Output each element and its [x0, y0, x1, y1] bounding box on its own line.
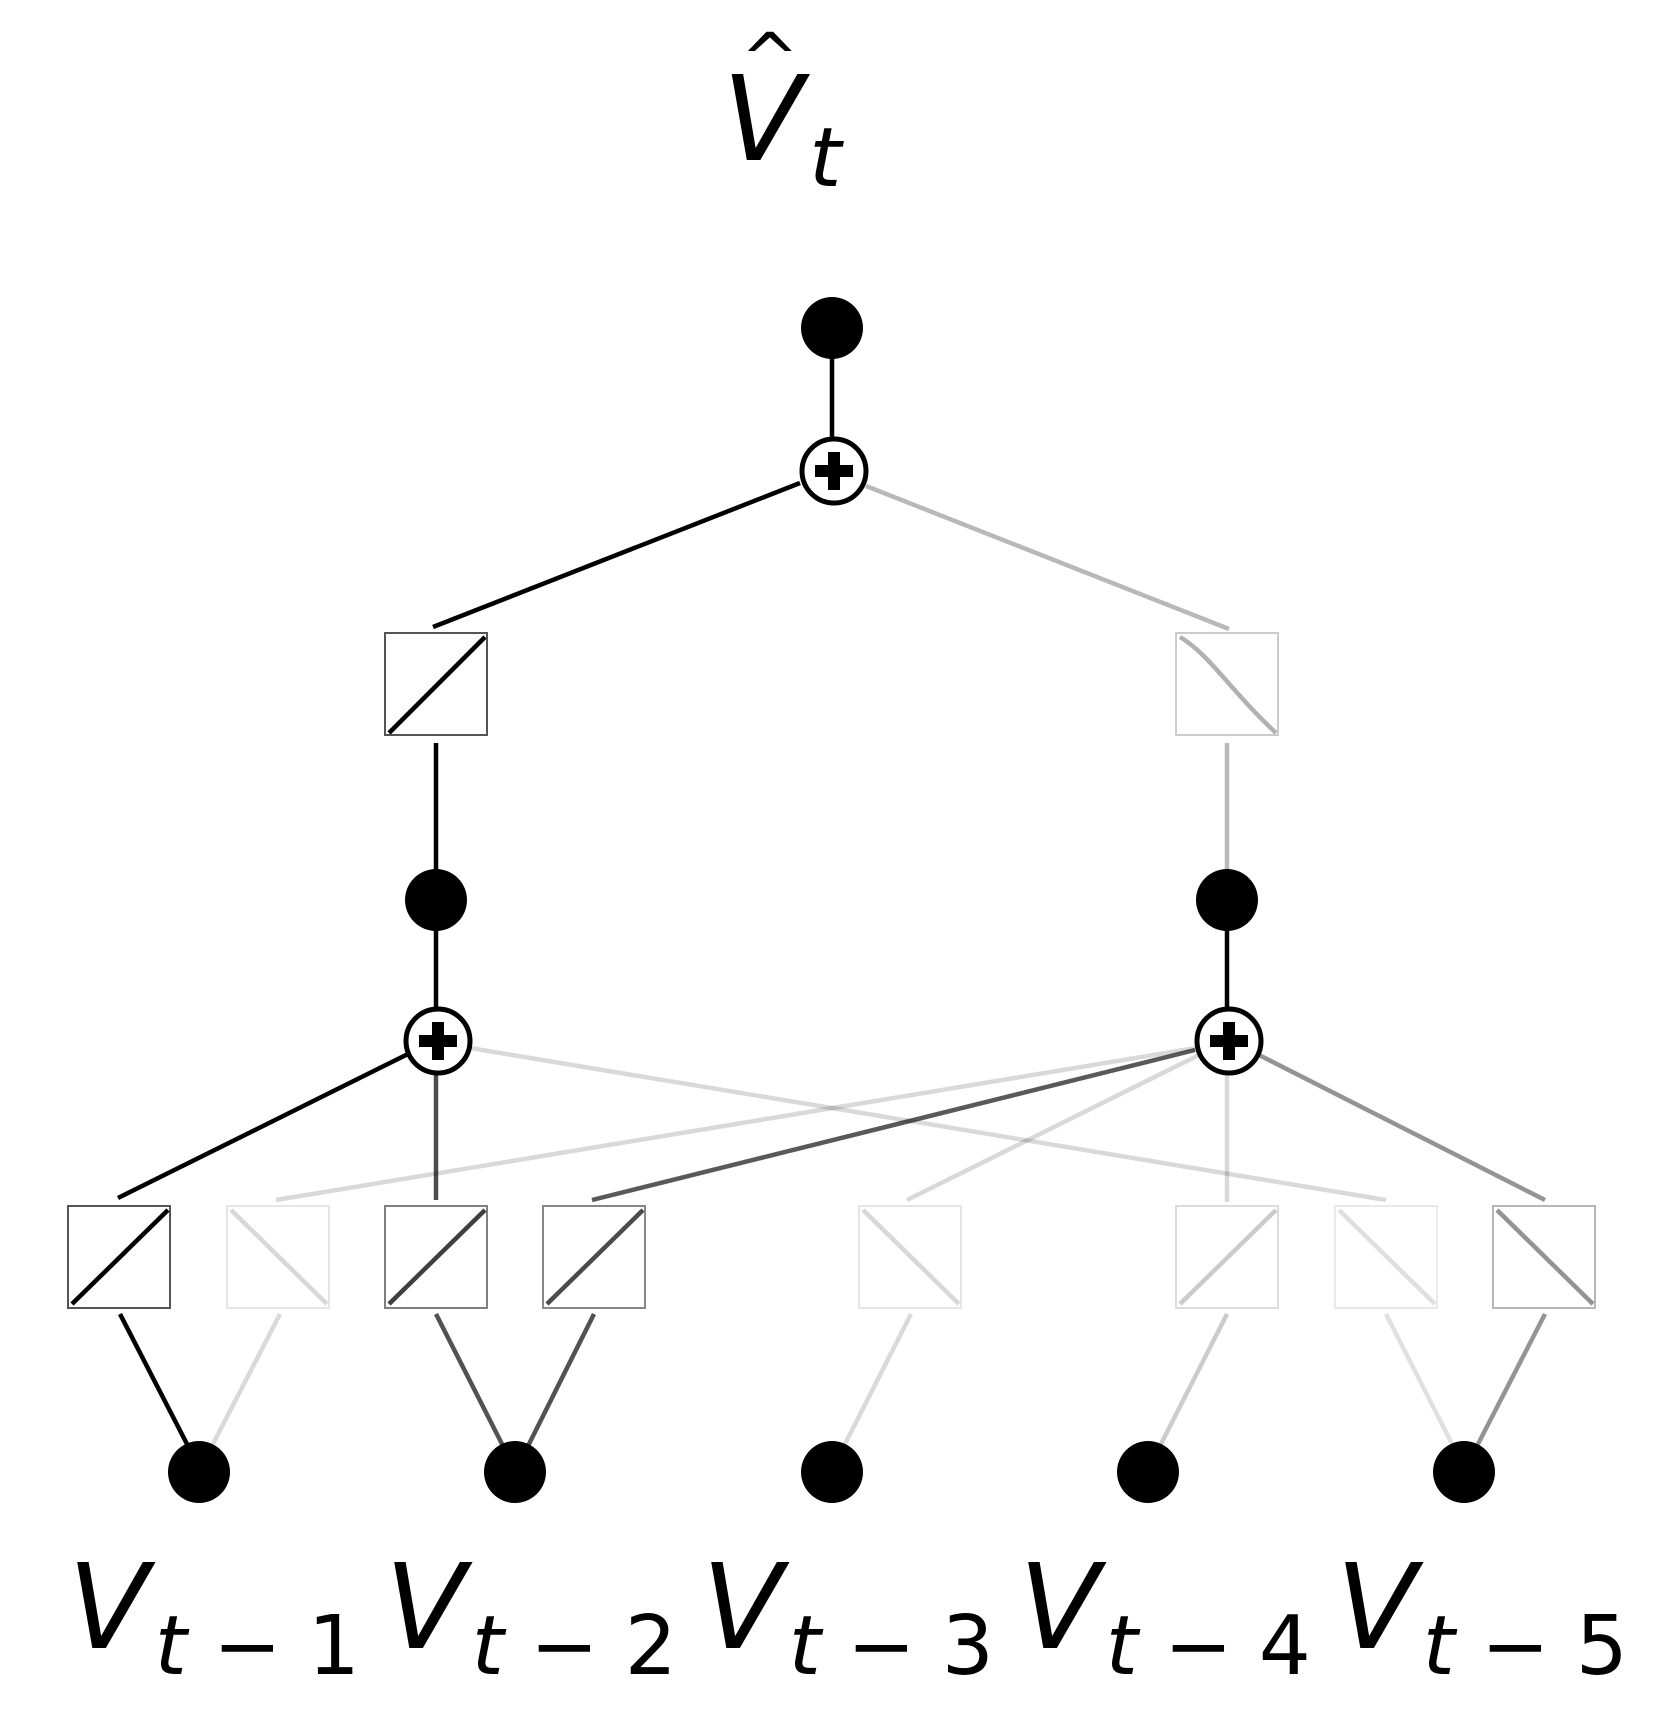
edge-box-3-to-input-2 — [433, 1312, 506, 1448]
bottom-box-6 — [1175, 1205, 1279, 1309]
input-label-4: Vt − 4 — [1019, 1548, 1311, 1688]
left-sum-node — [403, 1006, 473, 1076]
input-node-4 — [1117, 1441, 1179, 1503]
edge-right-sum-to-box-5 — [905, 1052, 1201, 1203]
input-label-4-base: V — [1019, 1538, 1100, 1676]
input-node-5 — [1433, 1441, 1495, 1503]
input-node-1 — [168, 1441, 230, 1503]
edge-top-sum-to-right-box — [865, 483, 1230, 632]
input-label-3: Vt − 3 — [702, 1548, 994, 1688]
bottom-box-3 — [384, 1205, 488, 1309]
input-label-1-sub: t − 1 — [154, 1599, 360, 1694]
edge-left-sum-to-box-1 — [116, 1051, 410, 1201]
input-label-4-sub: t − 4 — [1105, 1599, 1311, 1694]
edge-box-4-to-input-2 — [525, 1312, 597, 1448]
edges-bottom — [117, 1312, 1548, 1448]
input-label-1-base: V — [68, 1538, 149, 1676]
left-hidden-node — [405, 869, 467, 931]
edge-top-sum-to-left-box — [432, 480, 801, 630]
bottom-box-2 — [226, 1205, 330, 1309]
bottom-box-5 — [858, 1205, 962, 1309]
edge-box-8-to-input-5 — [1474, 1312, 1548, 1448]
input-label-3-sub: t − 3 — [788, 1599, 994, 1694]
left-linear-box — [384, 632, 488, 736]
input-node-3 — [801, 1441, 863, 1503]
edges-top — [432, 356, 1230, 1008]
edge-left-sum-to-box-7 — [469, 1045, 1387, 1203]
right-sum-node — [1194, 1006, 1264, 1076]
edges-middle — [116, 1045, 1547, 1203]
right-curve-box — [1175, 632, 1279, 736]
output-label-base: ^V — [722, 18, 804, 188]
input-label-2: Vt − 2 — [385, 1548, 677, 1688]
bottom-box-4 — [542, 1205, 646, 1309]
bottom-box-1 — [67, 1205, 171, 1309]
output-node — [801, 297, 863, 359]
output-label-hat: ^ — [740, 18, 800, 100]
input-label-2-sub: t − 2 — [471, 1599, 677, 1694]
edge-box-1-to-input-1 — [117, 1312, 191, 1448]
edge-right-sum-to-box-8 — [1257, 1052, 1547, 1203]
input-label-1: Vt − 1 — [68, 1548, 360, 1688]
bottom-box-7 — [1334, 1205, 1438, 1309]
output-label: ^Vt — [723, 24, 842, 200]
edge-box-5-to-input-3 — [842, 1312, 914, 1446]
input-label-5-base: V — [1336, 1538, 1417, 1676]
output-label-sub: t — [809, 111, 842, 206]
input-label-3-base: V — [702, 1538, 783, 1676]
input-label-2-base: V — [385, 1538, 466, 1676]
edge-right-sum-to-box-2 — [275, 1045, 1197, 1203]
edge-box-2-to-input-1 — [210, 1312, 283, 1446]
top-sum-node — [799, 436, 869, 506]
right-hidden-node — [1196, 869, 1258, 931]
input-node-2 — [484, 1441, 546, 1503]
edge-box-7-to-input-5 — [1383, 1312, 1455, 1446]
edge-right-sum-to-box-4 — [591, 1047, 1196, 1203]
bottom-box-8 — [1492, 1205, 1596, 1309]
edge-box-6-to-input-4 — [1158, 1312, 1230, 1446]
input-label-5-sub: t − 5 — [1422, 1599, 1628, 1694]
input-label-5: Vt − 5 — [1336, 1548, 1628, 1688]
